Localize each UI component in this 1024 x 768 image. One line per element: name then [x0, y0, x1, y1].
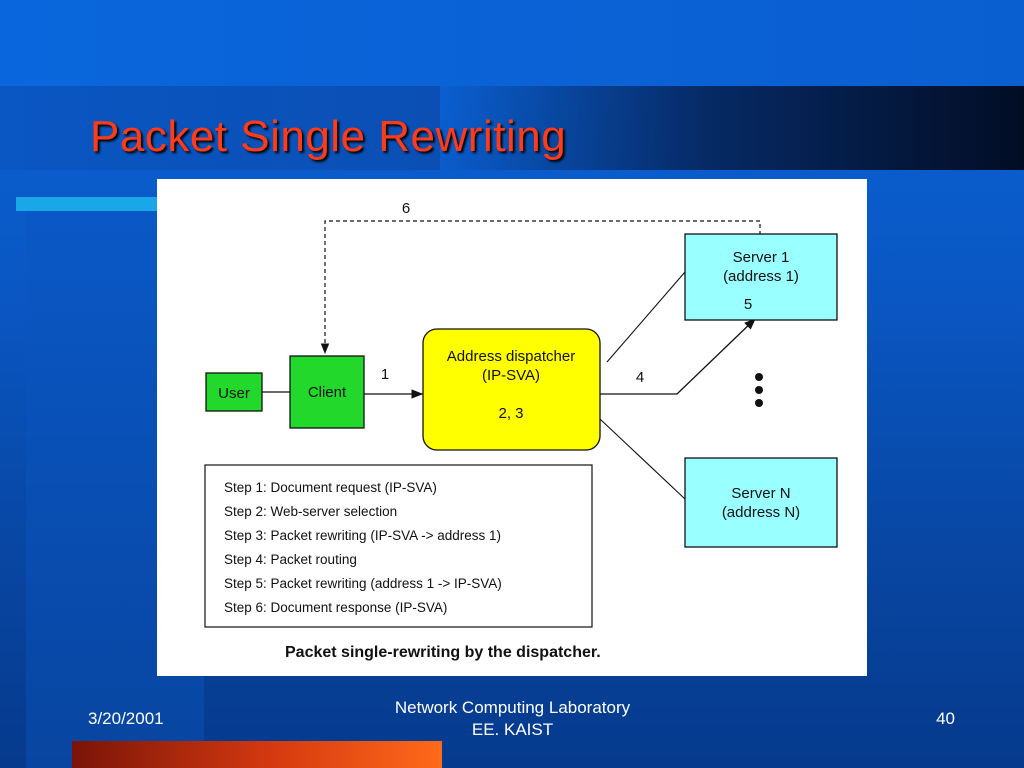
server1-node [684, 233, 838, 321]
figure-caption: Packet single-rewriting by the dispatche… [285, 644, 601, 661]
dispatcher-steps-label: 2, 3 [498, 405, 523, 422]
dispatcher-label-line1: Address dispatcher [447, 348, 575, 365]
title-band-dark [440, 86, 1024, 170]
client-node [289, 355, 365, 429]
footer-accent-bar [72, 741, 442, 768]
edge-dispatcher-serverN [599, 418, 686, 500]
steps-legend-box [204, 464, 593, 628]
user-node [205, 372, 263, 412]
diagram-figure: User Client Address dispatcher (IP-SVA) … [157, 179, 867, 676]
step-item-2: Step 2: Web-server selection [224, 504, 397, 519]
ellipsis-dot-2 [755, 386, 763, 394]
step-item-4: Step 4: Packet routing [224, 552, 357, 567]
footer-lab-name: Network Computing Laboratory EE. KAIST [350, 697, 675, 741]
edge-label-step1: 1 [381, 366, 389, 383]
dispatcher-node [422, 328, 601, 451]
server1-label-line1: Server 1 [733, 249, 790, 266]
step-item-5: Step 5: Packet rewriting (address 1 -> I… [224, 576, 502, 591]
footer-lab-line1: Network Computing Laboratory [394, 698, 631, 717]
server1-step-label: 5 [744, 296, 752, 313]
dispatcher-label-line2: (IP-SVA) [482, 367, 540, 384]
edge-label-step4: 4 [636, 369, 644, 386]
header-band [0, 0, 1024, 86]
step-item-1: Step 1: Document request (IP-SVA) [224, 480, 437, 495]
edge-label-step6: 6 [402, 200, 410, 217]
serverN-node [684, 457, 838, 548]
ellipsis-dot-3 [755, 399, 763, 407]
serverN-label-line1: Server N [731, 485, 790, 502]
client-label: Client [308, 384, 347, 401]
accent-bar [16, 197, 164, 211]
slide-title: Packet Single Rewriting [90, 112, 567, 161]
step-item-6: Step 6: Document response (IP-SVA) [224, 600, 447, 615]
edge-dispatcher-server1-top [606, 271, 686, 363]
serverN-label-line2: (address N) [722, 504, 800, 521]
step-item-3: Step 3: Packet rewriting (IP-SVA -> addr… [224, 528, 501, 543]
footer-date: 3/20/2001 [88, 709, 164, 728]
server1-label-line2: (address 1) [723, 268, 799, 285]
ellipsis-dot-1 [755, 373, 763, 381]
diagram-svg: User Client Address dispatcher (IP-SVA) … [204, 200, 838, 661]
user-label: User [218, 385, 250, 402]
footer-page-number: 40 [936, 709, 955, 728]
title-band-left [0, 86, 440, 170]
edge-dispatcher-server1 [600, 318, 756, 395]
footer-lab-line2: EE. KAIST [471, 720, 554, 739]
